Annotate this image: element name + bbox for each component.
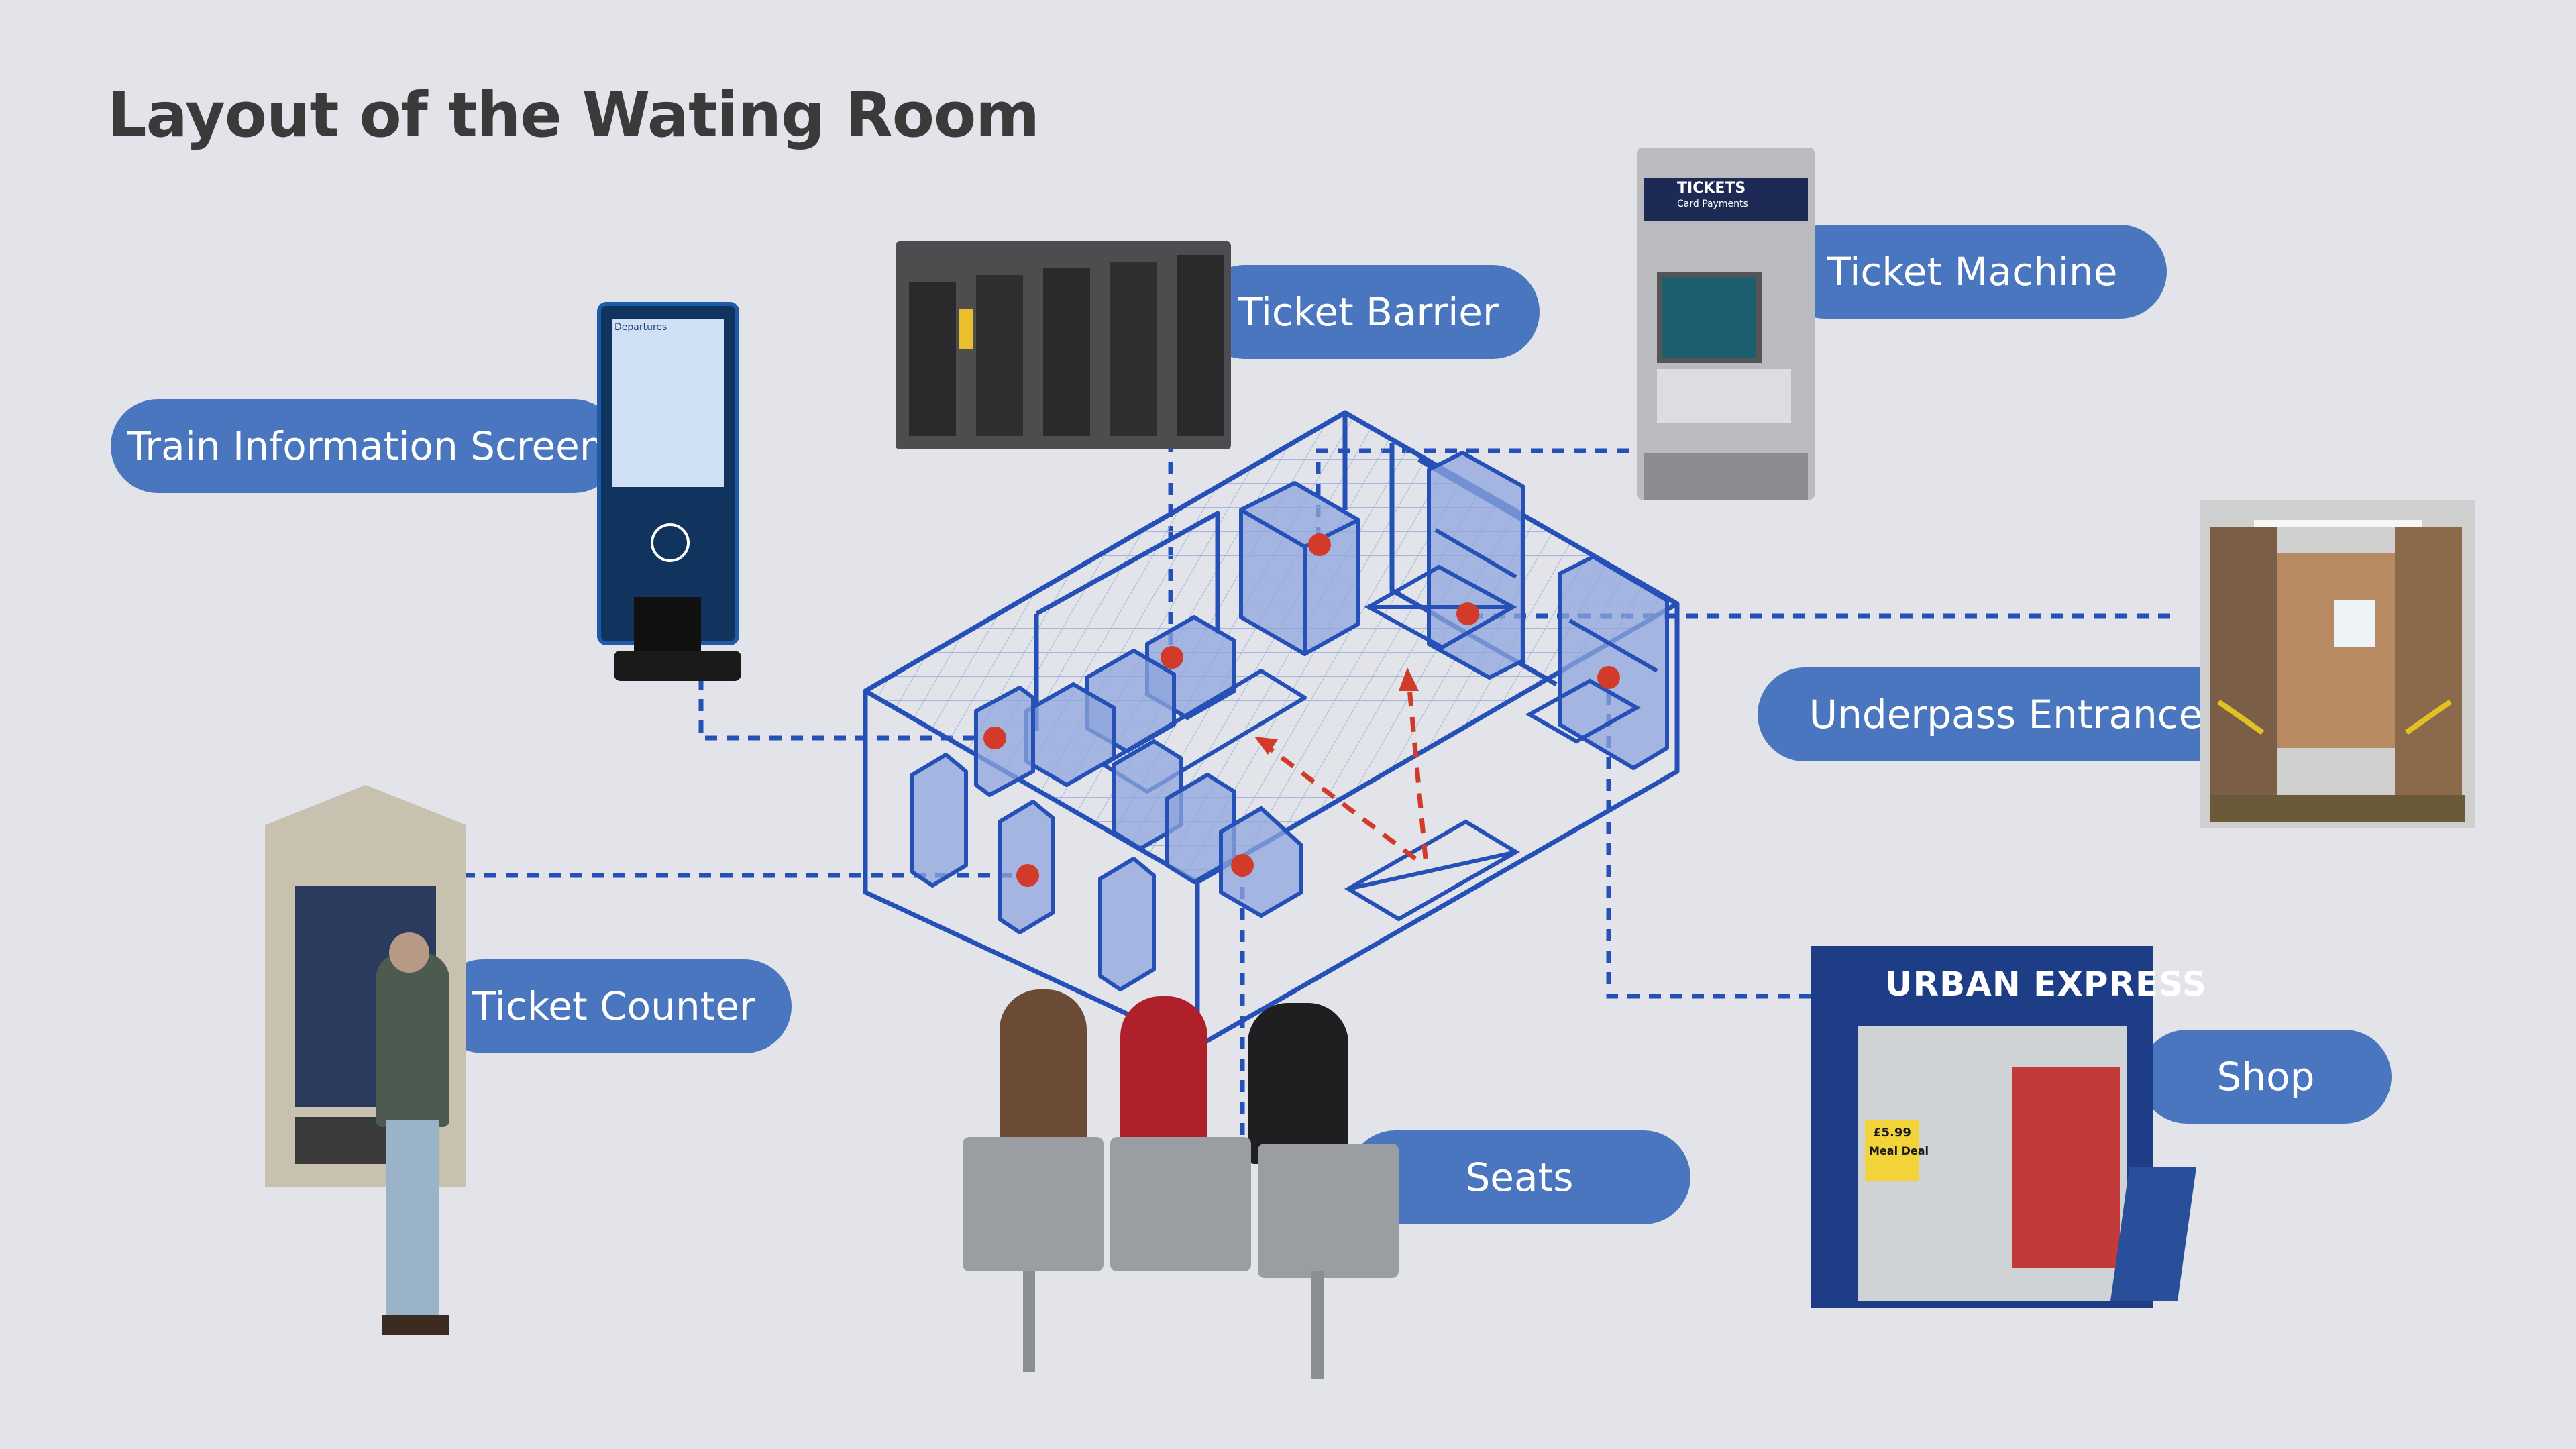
marker-seats bbox=[1231, 854, 1254, 877]
label-train-information-screen: Train Information Screen bbox=[111, 399, 621, 493]
arrow-head-up bbox=[1399, 667, 1419, 691]
train-info-screen-photo: Departures bbox=[597, 302, 745, 684]
label-seats: Seats bbox=[1348, 1130, 1690, 1224]
marker-train-info bbox=[983, 727, 1006, 749]
underpass-entrance-photo bbox=[2200, 500, 2475, 828]
marker-underpass bbox=[1597, 666, 1620, 689]
label-ticket-barrier: Ticket Barrier bbox=[1197, 265, 1540, 359]
location-markers bbox=[983, 533, 1620, 887]
label-ticket-counter: Ticket Counter bbox=[436, 959, 792, 1053]
ticket-barrier-photo bbox=[896, 241, 1234, 449]
marker-ticket-machine bbox=[1308, 533, 1331, 556]
ticket-machine-photo: TICKETS Card Payments bbox=[1637, 148, 1815, 500]
screen-header: Departures bbox=[614, 322, 667, 333]
shop-poster-price: £5.99 bbox=[1873, 1126, 1911, 1140]
label-underpass-entrance: Underpass Entrance bbox=[1758, 667, 2254, 761]
marker-ticket-counter bbox=[1016, 864, 1039, 887]
arrow-head-left bbox=[1254, 737, 1278, 755]
room-floor bbox=[863, 410, 1680, 885]
page-title: Layout of the Wating Room bbox=[107, 79, 1040, 151]
label-ticket-machine: Ticket Machine bbox=[1778, 225, 2167, 319]
shop-poster-text: Meal Deal bbox=[1869, 1144, 1929, 1157]
furniture bbox=[910, 451, 1669, 991]
label-shop: Shop bbox=[2140, 1030, 2392, 1124]
ticket-counter-photo bbox=[265, 785, 473, 1342]
flow-arrows bbox=[1263, 680, 1428, 861]
marker-shop bbox=[1456, 602, 1479, 625]
machine-subsign: Card Payments bbox=[1677, 199, 1748, 209]
machine-sign: TICKETS bbox=[1677, 180, 1746, 197]
seats-photo bbox=[953, 983, 1436, 1385]
marker-ticket-barrier bbox=[1161, 646, 1183, 669]
shop-photo: URBAN EXPRESS £5.99 Meal Deal bbox=[1811, 946, 2214, 1328]
connector-shop bbox=[1606, 678, 1811, 999]
floor-mats bbox=[1344, 564, 1642, 922]
shop-sign: URBAN EXPRESS bbox=[1885, 965, 2207, 1004]
